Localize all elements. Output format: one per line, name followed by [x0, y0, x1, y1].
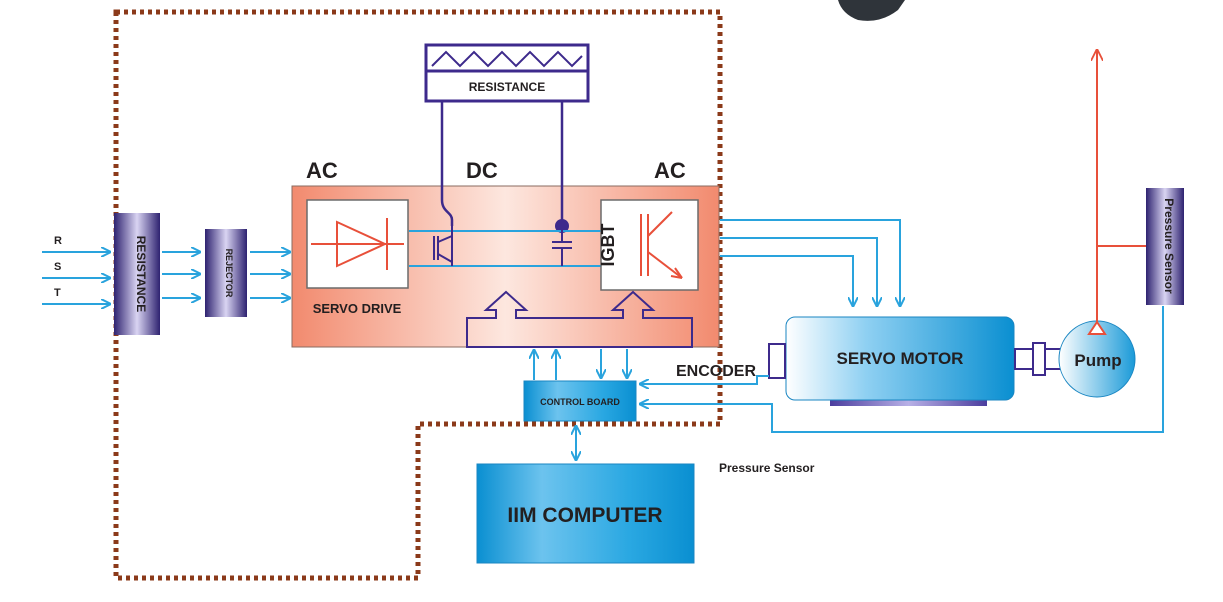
top-resistance: RESISTANCE [424, 43, 590, 103]
resistance-bar-label: RESISTANCE [134, 236, 148, 312]
resistance-bar: RESISTANCE [114, 213, 160, 335]
servo-motor-label: SERVO MOTOR [837, 349, 964, 368]
input-s-label: S [54, 261, 61, 273]
rejector-label: REJECTOR [224, 249, 234, 298]
encoder-label: ENCODER [676, 363, 756, 380]
pressure-sensor-caption: Pressure Sensor [719, 461, 815, 475]
rejector-bar: REJECTOR [205, 229, 247, 317]
igbt-block: IGBT [598, 199, 699, 291]
iim-computer-label: IIM COMPUTER [507, 504, 662, 527]
hydraulic-output [1087, 50, 1146, 335]
control-board [523, 380, 637, 422]
ac-right-label: AC [654, 158, 686, 183]
capacitor-symbol [552, 226, 572, 266]
resistance-lead-left [440, 101, 454, 226]
pressure-sensor-bar-label: Pressure Sensor [1162, 198, 1176, 294]
control-signal-arrows [534, 349, 627, 380]
igbt-icon [640, 211, 683, 279]
pump-label: Pump [1074, 351, 1121, 370]
rectifier-block [306, 199, 409, 289]
top-resistance-label: RESISTANCE [469, 80, 545, 94]
dc-label: DC [466, 158, 498, 183]
resistor-zigzag [431, 50, 583, 68]
brake-transistor-symbol [433, 226, 453, 266]
igbt-label: IGBT [598, 223, 618, 266]
iim-computer [476, 463, 695, 564]
servo-drive-label: SERVO DRIVE [313, 301, 402, 316]
ac-left-label: AC [306, 158, 338, 183]
pressure-feedback-line [640, 306, 1164, 433]
input-arrows [42, 252, 290, 304]
servo-motor-base [830, 396, 987, 406]
encoder-block [768, 343, 786, 379]
diode-icon [336, 220, 388, 268]
input-r-label: R [54, 235, 62, 247]
device-corner-shape [838, 0, 905, 21]
encoder-feedback-line [640, 375, 769, 384]
feedback-bracket [466, 290, 693, 348]
pressure-sensor-bar: Pressure Sensor [1146, 188, 1184, 305]
control-board-label: CONTROL BOARD [540, 397, 620, 407]
input-t-label: T [54, 287, 61, 299]
motor-pump-coupling [1014, 342, 1062, 376]
motor-power-lines [720, 219, 900, 306]
dotted-boundary [113, 9, 723, 581]
